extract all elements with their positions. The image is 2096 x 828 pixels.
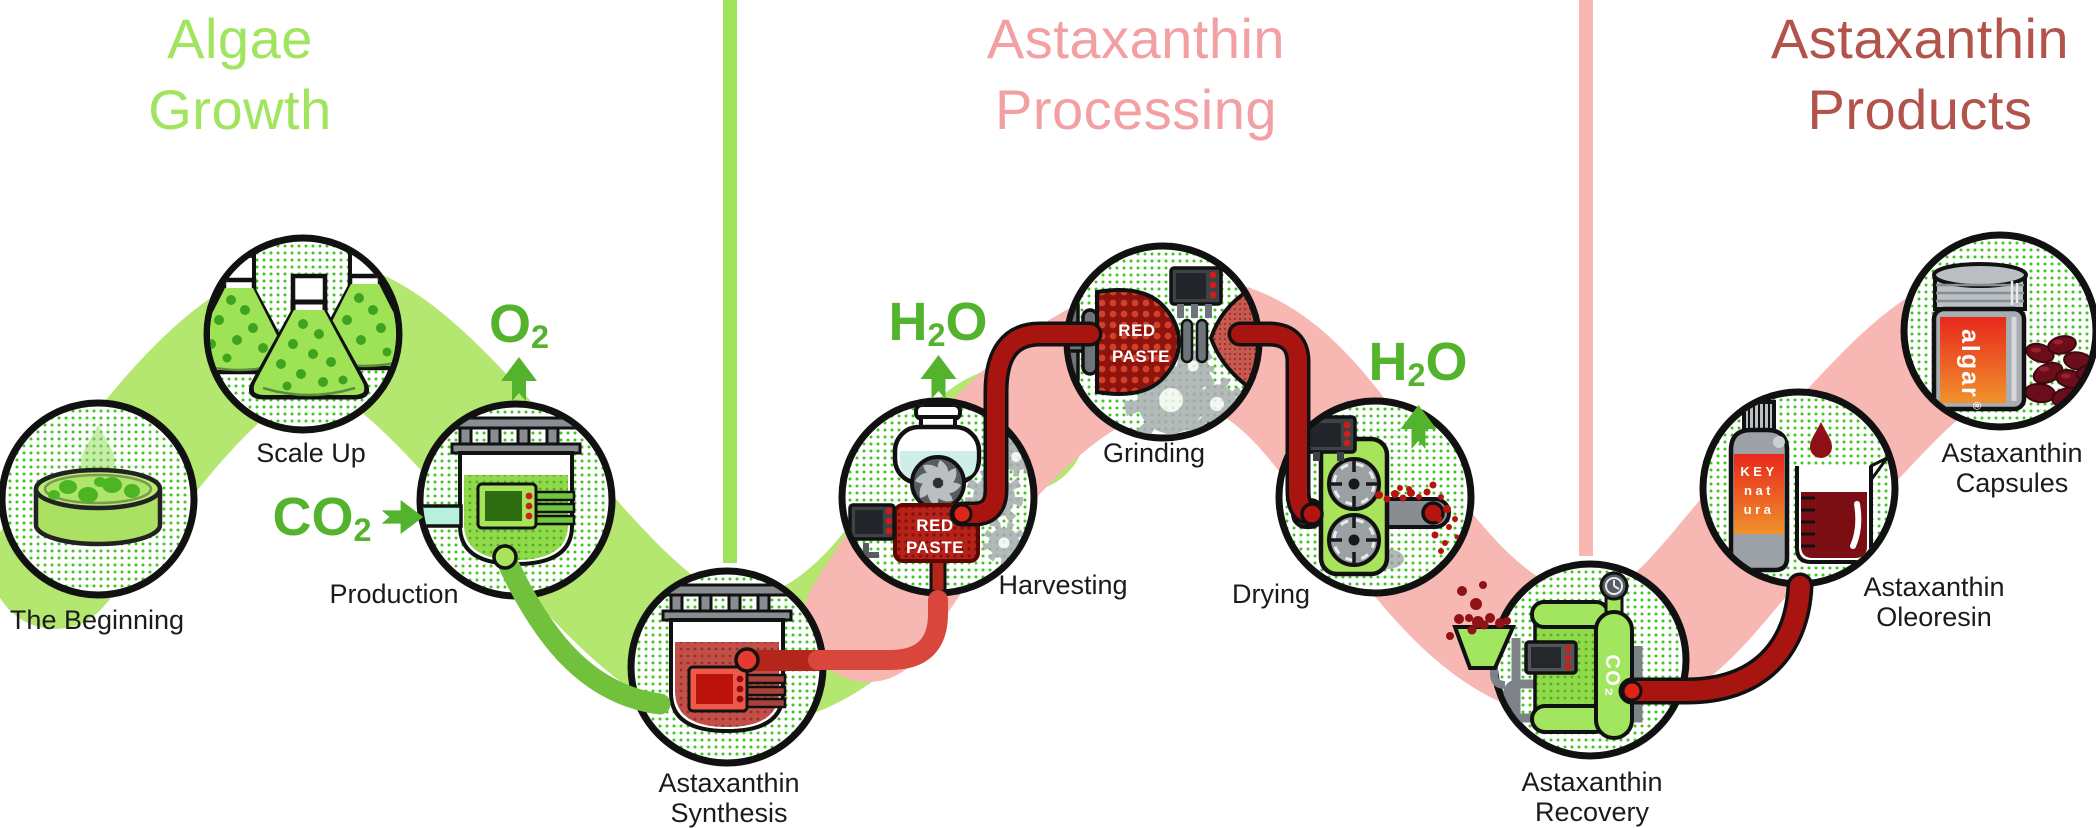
co2-cylinder-label: CO₂ (1601, 654, 1623, 697)
h2o-output-label-drying: H2O (1368, 331, 1468, 449)
fan-icon (910, 455, 966, 511)
svg-text:nat: nat (1744, 483, 1774, 498)
svg-text:ura: ura (1744, 502, 1775, 517)
oleoresin-bottle-beaker-icon: KEY nat ura (1728, 400, 1889, 573)
section-title-algae-growth: Algae Growth (148, 7, 332, 141)
red-paste-label: RED (916, 516, 953, 535)
label-the-beginning: The Beginning (9, 605, 185, 635)
co2-input-label: CO2 (272, 486, 424, 548)
node-astaxanthin-oleoresin: KEY nat ura (1699, 388, 1899, 588)
up-arrow-icon (1400, 405, 1436, 449)
petri-dish-icon (33, 425, 163, 547)
droplet-icon (1810, 422, 1832, 458)
h2o-output-label-harvesting: H2O (888, 291, 988, 399)
node-the-beginning (0, 399, 198, 599)
up-arrow-icon (920, 355, 956, 399)
flasks-icon (210, 250, 396, 400)
o2-output-label: O2 (489, 293, 549, 401)
centrifuge-icon: RED PASTE (848, 404, 1033, 590)
section-title-astaxanthin-products: Astaxanthin Products (1770, 7, 2070, 141)
up-arrow-icon (501, 357, 537, 401)
node-astaxanthin-capsules: algar® (1900, 231, 2096, 431)
dried-particles (1375, 481, 1460, 554)
label-harvesting: Harvesting (998, 570, 1128, 600)
funnel-icon (1452, 613, 1517, 689)
tubes (492, 321, 1814, 715)
jar-label: algar® (1956, 329, 1984, 412)
falling-particles (1446, 581, 1487, 640)
label-grinding: Grinding (1102, 438, 1206, 468)
bioreactor-icon (423, 416, 582, 567)
svg-text:PASTE: PASTE (906, 538, 964, 557)
tube-production-to-synthesis (494, 546, 671, 715)
section-title-astaxanthin-processing: Astaxanthin Processing (986, 7, 1286, 141)
node-drying (1275, 397, 1475, 597)
node-production (416, 400, 616, 600)
svg-text:PASTE: PASTE (1112, 347, 1170, 366)
divider-green (723, 0, 737, 563)
label-scale-up: Scale Up (256, 438, 366, 468)
node-scale-up (203, 234, 403, 434)
tube-synthesis-to-harvesting (808, 590, 948, 670)
bioreactor-red-icon (661, 583, 820, 734)
node-astaxanthin-synthesis (627, 567, 827, 767)
label-production: Production (329, 579, 459, 609)
bottle-label: KEY (1740, 464, 1777, 479)
red-paste-label: RED (1118, 321, 1155, 340)
divider-pink (1579, 0, 1593, 556)
right-arrow-icon (381, 500, 424, 534)
label-drying: Drying (1231, 579, 1311, 609)
node-astaxanthin-recovery: CO₂ (1452, 560, 1690, 760)
